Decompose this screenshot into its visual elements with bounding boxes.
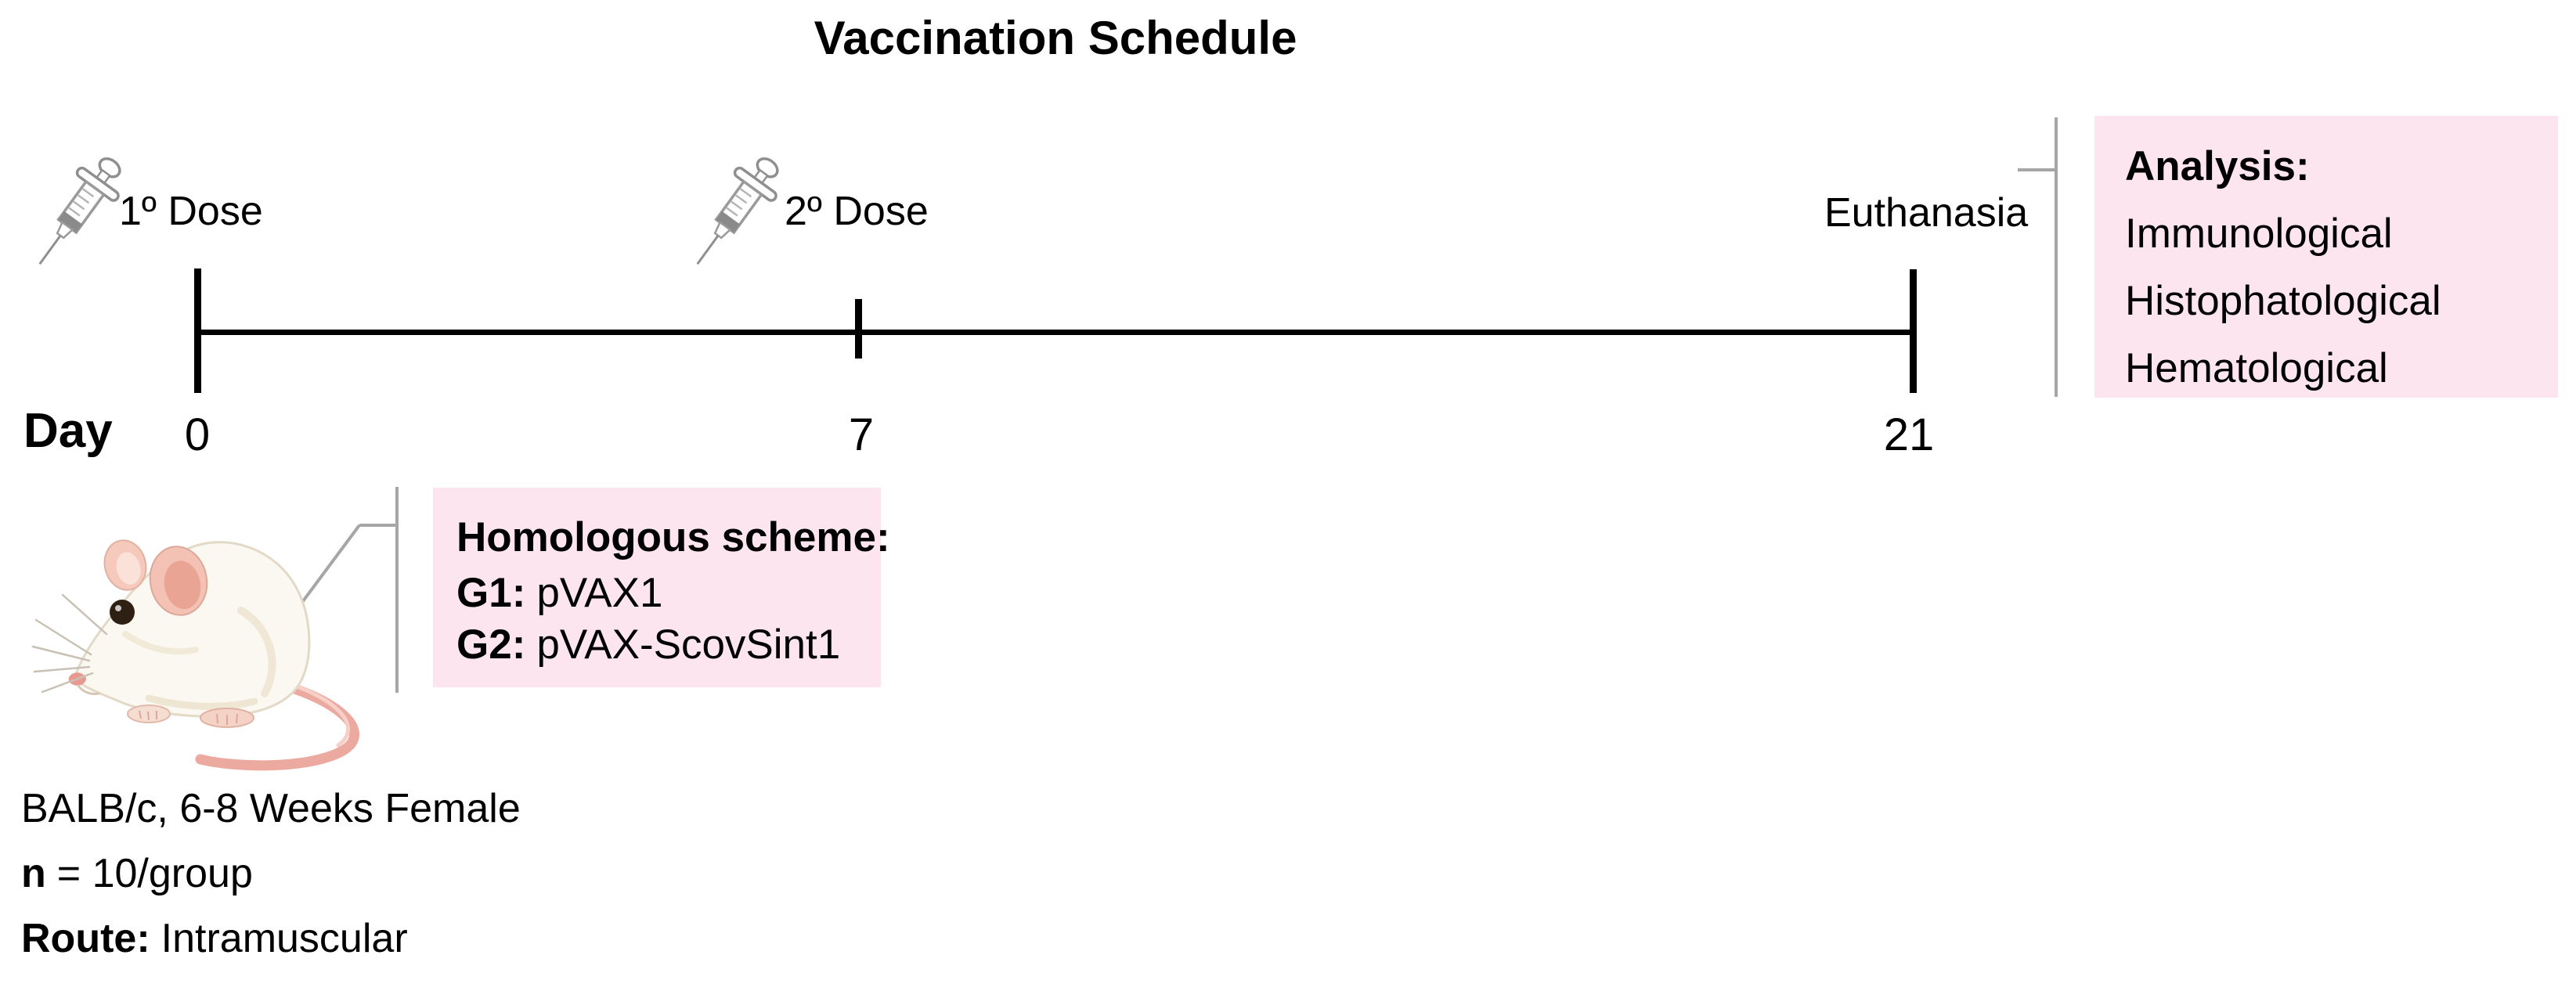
mouse-callout-connector bbox=[359, 524, 395, 527]
analysis-callout-line bbox=[2055, 117, 2058, 397]
route-value: Intramuscular bbox=[161, 916, 408, 961]
analysis-heading: Analysis: bbox=[2125, 143, 2310, 189]
tick-day-7 bbox=[855, 299, 862, 359]
tick-day-21 bbox=[1910, 269, 1917, 393]
mouse-callout-line bbox=[395, 487, 399, 693]
scheme-group-1: G1:pVAX1 bbox=[456, 568, 873, 619]
group-size-info: n= 10/group bbox=[21, 849, 253, 898]
analysis-item: Immunological bbox=[2125, 211, 2393, 257]
n-value: = 10/group bbox=[56, 851, 253, 896]
analysis-box: Analysis: Immunological Histophatologica… bbox=[2094, 116, 2558, 398]
mouse-illustration bbox=[31, 539, 360, 771]
strain-info: BALB/c, 6-8 Weeks Female bbox=[21, 786, 521, 831]
scheme-group-1-value: pVAX1 bbox=[536, 570, 663, 616]
n-label: n bbox=[21, 851, 46, 896]
scheme-heading: Homologous scheme: bbox=[456, 514, 890, 560]
day-0-value: 0 bbox=[184, 409, 211, 460]
tick-day-0 bbox=[194, 268, 201, 393]
syringe-icon bbox=[38, 157, 121, 265]
scheme-group-2-value: pVAX-ScovSint1 bbox=[536, 622, 841, 668]
analysis-item: Hematological bbox=[2125, 345, 2388, 391]
analysis-item: Histophatological bbox=[2125, 278, 2441, 324]
euthanasia-label: Euthanasia bbox=[1824, 190, 2029, 236]
dose-2-label: 2º Dose bbox=[785, 189, 929, 234]
figure-title: Vaccination Schedule bbox=[814, 12, 1297, 64]
day-7-value: 7 bbox=[848, 409, 875, 460]
analysis-callout-connector bbox=[2018, 168, 2055, 171]
day-axis-label: Day bbox=[23, 404, 113, 458]
route-label: Route: bbox=[21, 916, 150, 961]
scheme-group-2: G2:pVAX-ScovSint1 bbox=[456, 619, 873, 671]
scheme-group-1-label: G1: bbox=[456, 570, 526, 616]
day-21-value: 21 bbox=[1883, 409, 1935, 460]
scheme-group-2-label: G2: bbox=[456, 622, 526, 668]
syringe-icon bbox=[696, 157, 779, 265]
dose-1-label: 1º Dose bbox=[119, 189, 263, 234]
timeline-axis bbox=[196, 330, 1915, 335]
route-info: Route:Intramuscular bbox=[21, 914, 408, 963]
scheme-box: Homologous scheme: G1:pVAX1 G2:pVAX-Scov… bbox=[433, 488, 890, 687]
